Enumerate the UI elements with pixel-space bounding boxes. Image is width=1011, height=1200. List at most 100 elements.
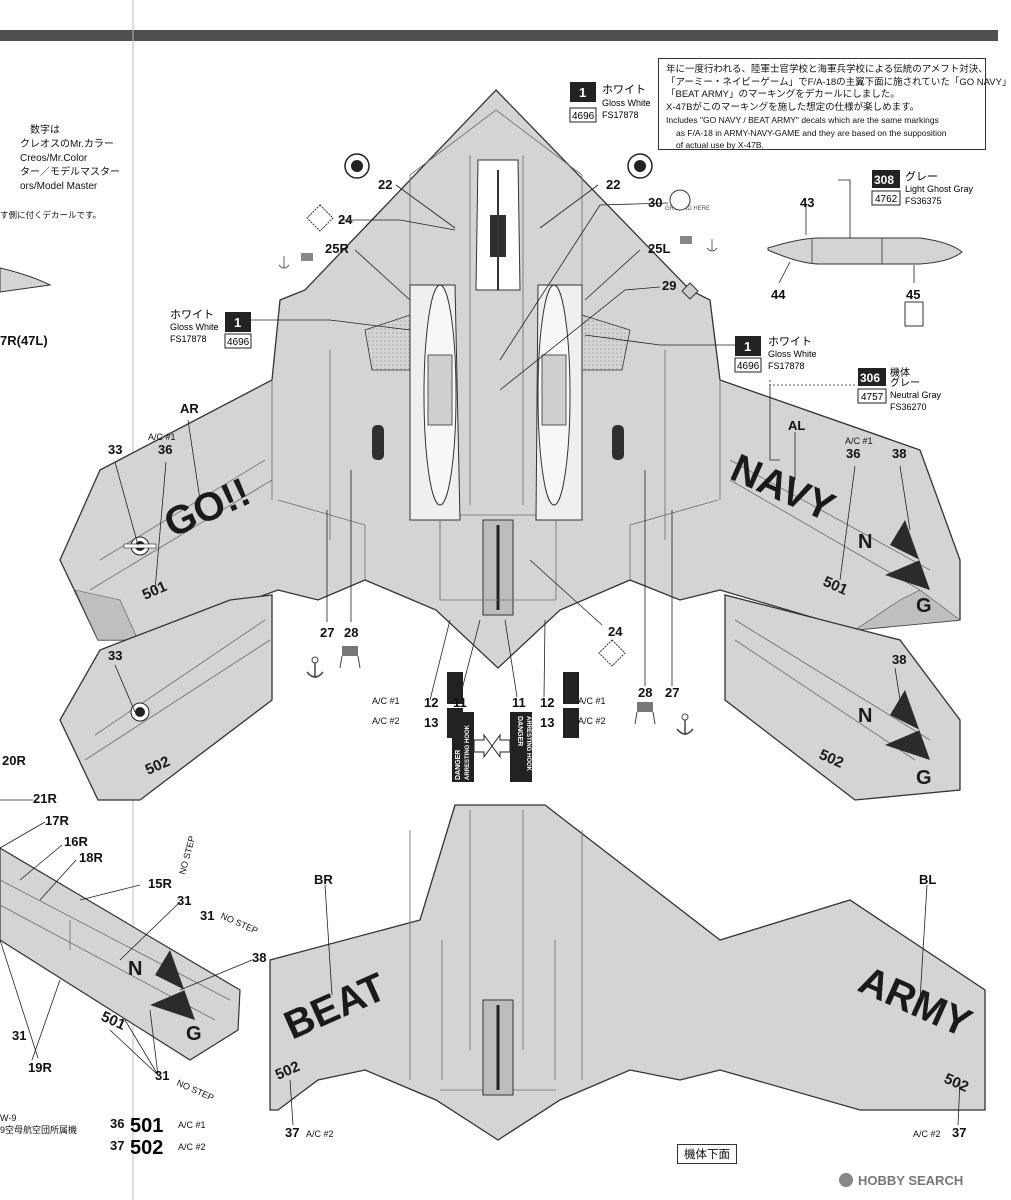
svg-text:NO STEP: NO STEP	[219, 911, 259, 936]
callout: 36	[846, 446, 860, 461]
wheel-right	[372, 425, 384, 460]
callout-numbers: AR AL BR BL 22 22 24 24 25R 25L 30 29 33…	[2, 177, 966, 1140]
marking-n-alt: N	[858, 705, 872, 727]
header-bar	[0, 30, 998, 41]
svg-text:ホワイト: ホワイト	[768, 335, 812, 348]
callout: 28	[344, 625, 358, 640]
callout: 37	[952, 1125, 966, 1140]
diamond-marker	[306, 204, 699, 667]
anchor-icon	[278, 256, 290, 269]
callout: 19R	[28, 1060, 52, 1075]
callout: 31	[200, 908, 214, 923]
view-label-lower-2: 機体下面	[677, 1144, 737, 1164]
hazard-tag	[447, 672, 463, 704]
callout: 11	[512, 695, 526, 710]
color-legend-306: 306 4757 機体 グレー Neutral Gray FS36270	[857, 366, 942, 412]
svg-text:FS17878: FS17878	[768, 361, 805, 371]
hoist-icon	[301, 253, 313, 261]
svg-text:DANGER: DANGER	[516, 716, 523, 746]
hoist-icon	[339, 646, 361, 669]
svg-text:Gloss White: Gloss White	[170, 322, 219, 332]
info-line: Includes "GO NAVY / BEAT ARMY" decals wh…	[666, 115, 939, 125]
info-line: 年に一度行われる、陸軍士官学校と海軍兵学校による伝統のアメフト対決、	[666, 64, 988, 75]
color-legend-308: 308 4762 グレー Light Ghost Gray FS36375	[871, 169, 974, 206]
callout: AR	[180, 401, 199, 416]
svg-text:A/C #1: A/C #1	[148, 432, 176, 442]
svg-text:306: 306	[860, 371, 880, 385]
roundel-marker	[627, 153, 653, 179]
anchor-icon	[676, 713, 694, 735]
svg-text:FS17878: FS17878	[602, 110, 639, 120]
danger-placard-left	[510, 712, 532, 782]
callout: 24	[608, 624, 623, 639]
info-line: X-47Bがこのマーキングを施した想定の仕様が楽しめます。	[666, 101, 920, 113]
callout: 13	[540, 715, 554, 730]
svg-text:4696: 4696	[572, 111, 595, 122]
svg-text:FS36270: FS36270	[890, 402, 927, 412]
callout: 18R	[79, 850, 103, 865]
callout: 31	[177, 893, 191, 908]
insignia-star	[130, 702, 150, 722]
callout: 38	[892, 446, 906, 461]
callout: 27	[320, 625, 334, 640]
note-line: す側に付くデカールです。	[0, 210, 102, 220]
svg-text:A/C #2: A/C #2	[578, 716, 606, 726]
callout: 13	[424, 715, 438, 730]
svg-text:DANGER: DANGER	[455, 750, 462, 780]
marking-g-frag: G	[186, 1023, 202, 1045]
info-line: 「BEAT ARMY」のマーキングをデカールにしました。	[666, 89, 900, 100]
svg-text:1: 1	[234, 315, 241, 330]
ground-here-marker	[669, 189, 691, 211]
part-label-47r: 7R(47L)	[0, 333, 48, 348]
note-line: Creos/Mr.Color	[20, 153, 88, 164]
svg-text:9空母航空団所属機: 9空母航空団所属機	[0, 1124, 77, 1135]
callout: 33	[108, 442, 122, 457]
svg-text:W-9: W-9	[0, 1113, 16, 1123]
aircraft-hull-2	[269, 804, 986, 1141]
svg-text:A/C #2: A/C #2	[913, 1129, 941, 1139]
wing-panel-lines	[89, 350, 931, 591]
svg-text:A/C #1: A/C #1	[372, 696, 400, 706]
bottom-legend: W-9 9空母航空団所属機 36 501 A/C #1 37 502 A/C #…	[0, 1113, 206, 1159]
svg-text:A/C #2: A/C #2	[178, 1142, 206, 1152]
wing-alt-right: 502	[59, 594, 273, 801]
callout: 11	[453, 695, 467, 710]
note-line: クレオスのMr.カラー	[20, 139, 114, 150]
svg-text:Neutral Gray: Neutral Gray	[890, 390, 942, 400]
callout: 45	[906, 287, 920, 302]
svg-text:グレー: グレー	[890, 376, 920, 389]
callout: 30	[648, 195, 662, 210]
callout: 25L	[648, 241, 670, 256]
callout: 24	[338, 212, 353, 227]
svg-text:4757: 4757	[861, 392, 884, 403]
squadron-emblem	[150, 950, 195, 1020]
note-line: ors/Model Master	[20, 181, 98, 192]
svg-text:A/C #2: A/C #2	[372, 716, 400, 726]
svg-text:FS17878: FS17878	[170, 334, 207, 344]
callout: 27	[665, 685, 679, 700]
aircraft-lower-view-2: BEAT ARMY 502 502	[269, 804, 986, 1141]
left-page-notes: 数字は クレオスのMr.カラー Creos/Mr.Color ター／モデルマスタ…	[0, 124, 128, 222]
svg-text:4762: 4762	[875, 194, 898, 205]
svg-text:A/C #1: A/C #1	[178, 1120, 206, 1130]
wing-alt-right-shape	[59, 594, 273, 801]
info-line: 「アーミー・ネイビーゲーム」でF/A-18の主翼下面に施されていた「GO NAV…	[666, 76, 1011, 88]
svg-text:A/C #1: A/C #1	[845, 436, 873, 446]
wing-alt-left: N G 502	[724, 594, 961, 801]
svg-text:グレー: グレー	[905, 169, 938, 183]
marking-n-frag: N	[128, 958, 142, 980]
callout: 33	[108, 648, 122, 663]
aircraft-lower-view: GO!! NAVY 501 501 N G	[59, 89, 961, 669]
squadron-emblem	[885, 690, 930, 760]
callout: 43	[800, 195, 814, 210]
wheel-left	[612, 425, 624, 460]
profile-body	[767, 237, 963, 265]
marking-g-alt: G	[916, 767, 932, 789]
svg-text:Gloss White: Gloss White	[602, 98, 651, 108]
marking-n: N	[858, 531, 872, 553]
svg-text:1: 1	[579, 85, 586, 100]
svg-text:ホワイト: ホワイト	[170, 308, 214, 321]
svg-text:Gloss White: Gloss White	[768, 349, 817, 359]
callout: 12	[424, 695, 438, 710]
